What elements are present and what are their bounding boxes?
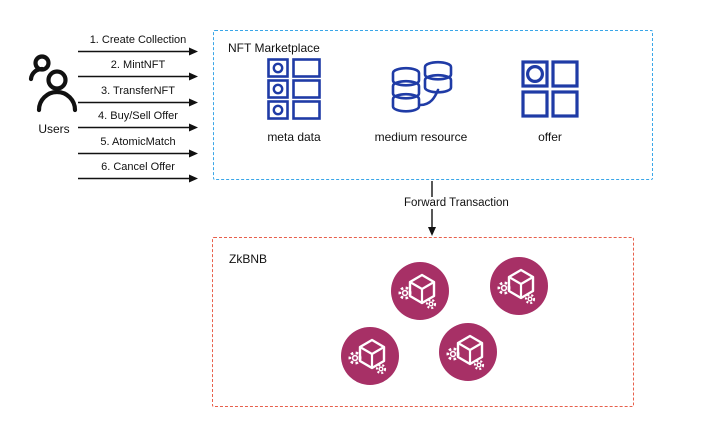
zkbnb-box: ZkBNB [212, 237, 634, 407]
flow-label-1: 1. Create Collection [89, 33, 187, 46]
flow-label-6: 6. Cancel Offer [101, 161, 175, 173]
flow-row-2: 2. MintNFT [78, 56, 198, 82]
flow-row-3: 3. TransferNFT [78, 81, 198, 107]
package-gear-icon [490, 257, 548, 315]
component-meta-data: meta data [232, 55, 356, 144]
nft-marketplace-title: NFT Marketplace [228, 41, 320, 55]
offer-icon-wrap [521, 55, 579, 123]
zkbnb-title: ZkBNB [229, 252, 268, 266]
flow-row-5: 5. AtomicMatch [78, 132, 198, 158]
flow-label-2: 2. MintNFT [110, 59, 166, 71]
package-gear-icon [341, 327, 399, 385]
meta-data-label: meta data [267, 130, 321, 144]
zkbnb-node [391, 262, 449, 320]
flow-row-6: 6. Cancel Offer [78, 158, 198, 184]
zkbnb-node [341, 327, 399, 385]
flow-label-3: 3. TransferNFT [101, 84, 175, 97]
flow-row-1: 1. Create Collection [78, 30, 198, 56]
medium-resource-icon-wrap [387, 55, 455, 123]
forward-transaction-label: Forward Transaction [401, 197, 512, 209]
medium-resource-label: medium resource [374, 130, 468, 144]
component-offer: offer [490, 55, 610, 144]
right-arrow-icon [78, 47, 198, 55]
flow-row-4: 4. Buy/Sell Offer [78, 107, 198, 133]
database-icon [391, 60, 453, 113]
package-gear-icon [439, 323, 497, 381]
right-arrow-icon [78, 98, 198, 106]
grid-offer-icon [521, 60, 579, 118]
offer-label: offer [538, 130, 562, 144]
nft-marketplace-box: NFT Marketplace meta data [213, 30, 653, 180]
server-rack-icon [267, 58, 321, 120]
flow-label-4: 4. Buy/Sell Offer [98, 110, 178, 122]
flow-arrows: 1. Create Collection 2. MintNFT 3. Trans… [78, 30, 198, 183]
right-arrow-icon [78, 174, 198, 183]
meta-data-icon-wrap [267, 55, 321, 123]
zkbnb-node [439, 323, 497, 381]
right-arrow-icon [78, 149, 198, 157]
flow-label-5: 5. AtomicMatch [100, 135, 176, 148]
users-actor: Users [22, 54, 86, 136]
users-label: Users [38, 122, 70, 136]
users-icon [28, 54, 78, 113]
right-arrow-icon [78, 123, 198, 132]
zkbnb-node [490, 257, 548, 315]
right-arrow-icon [78, 72, 198, 81]
package-gear-icon [391, 262, 449, 320]
component-medium-resource: medium resource [356, 55, 486, 144]
